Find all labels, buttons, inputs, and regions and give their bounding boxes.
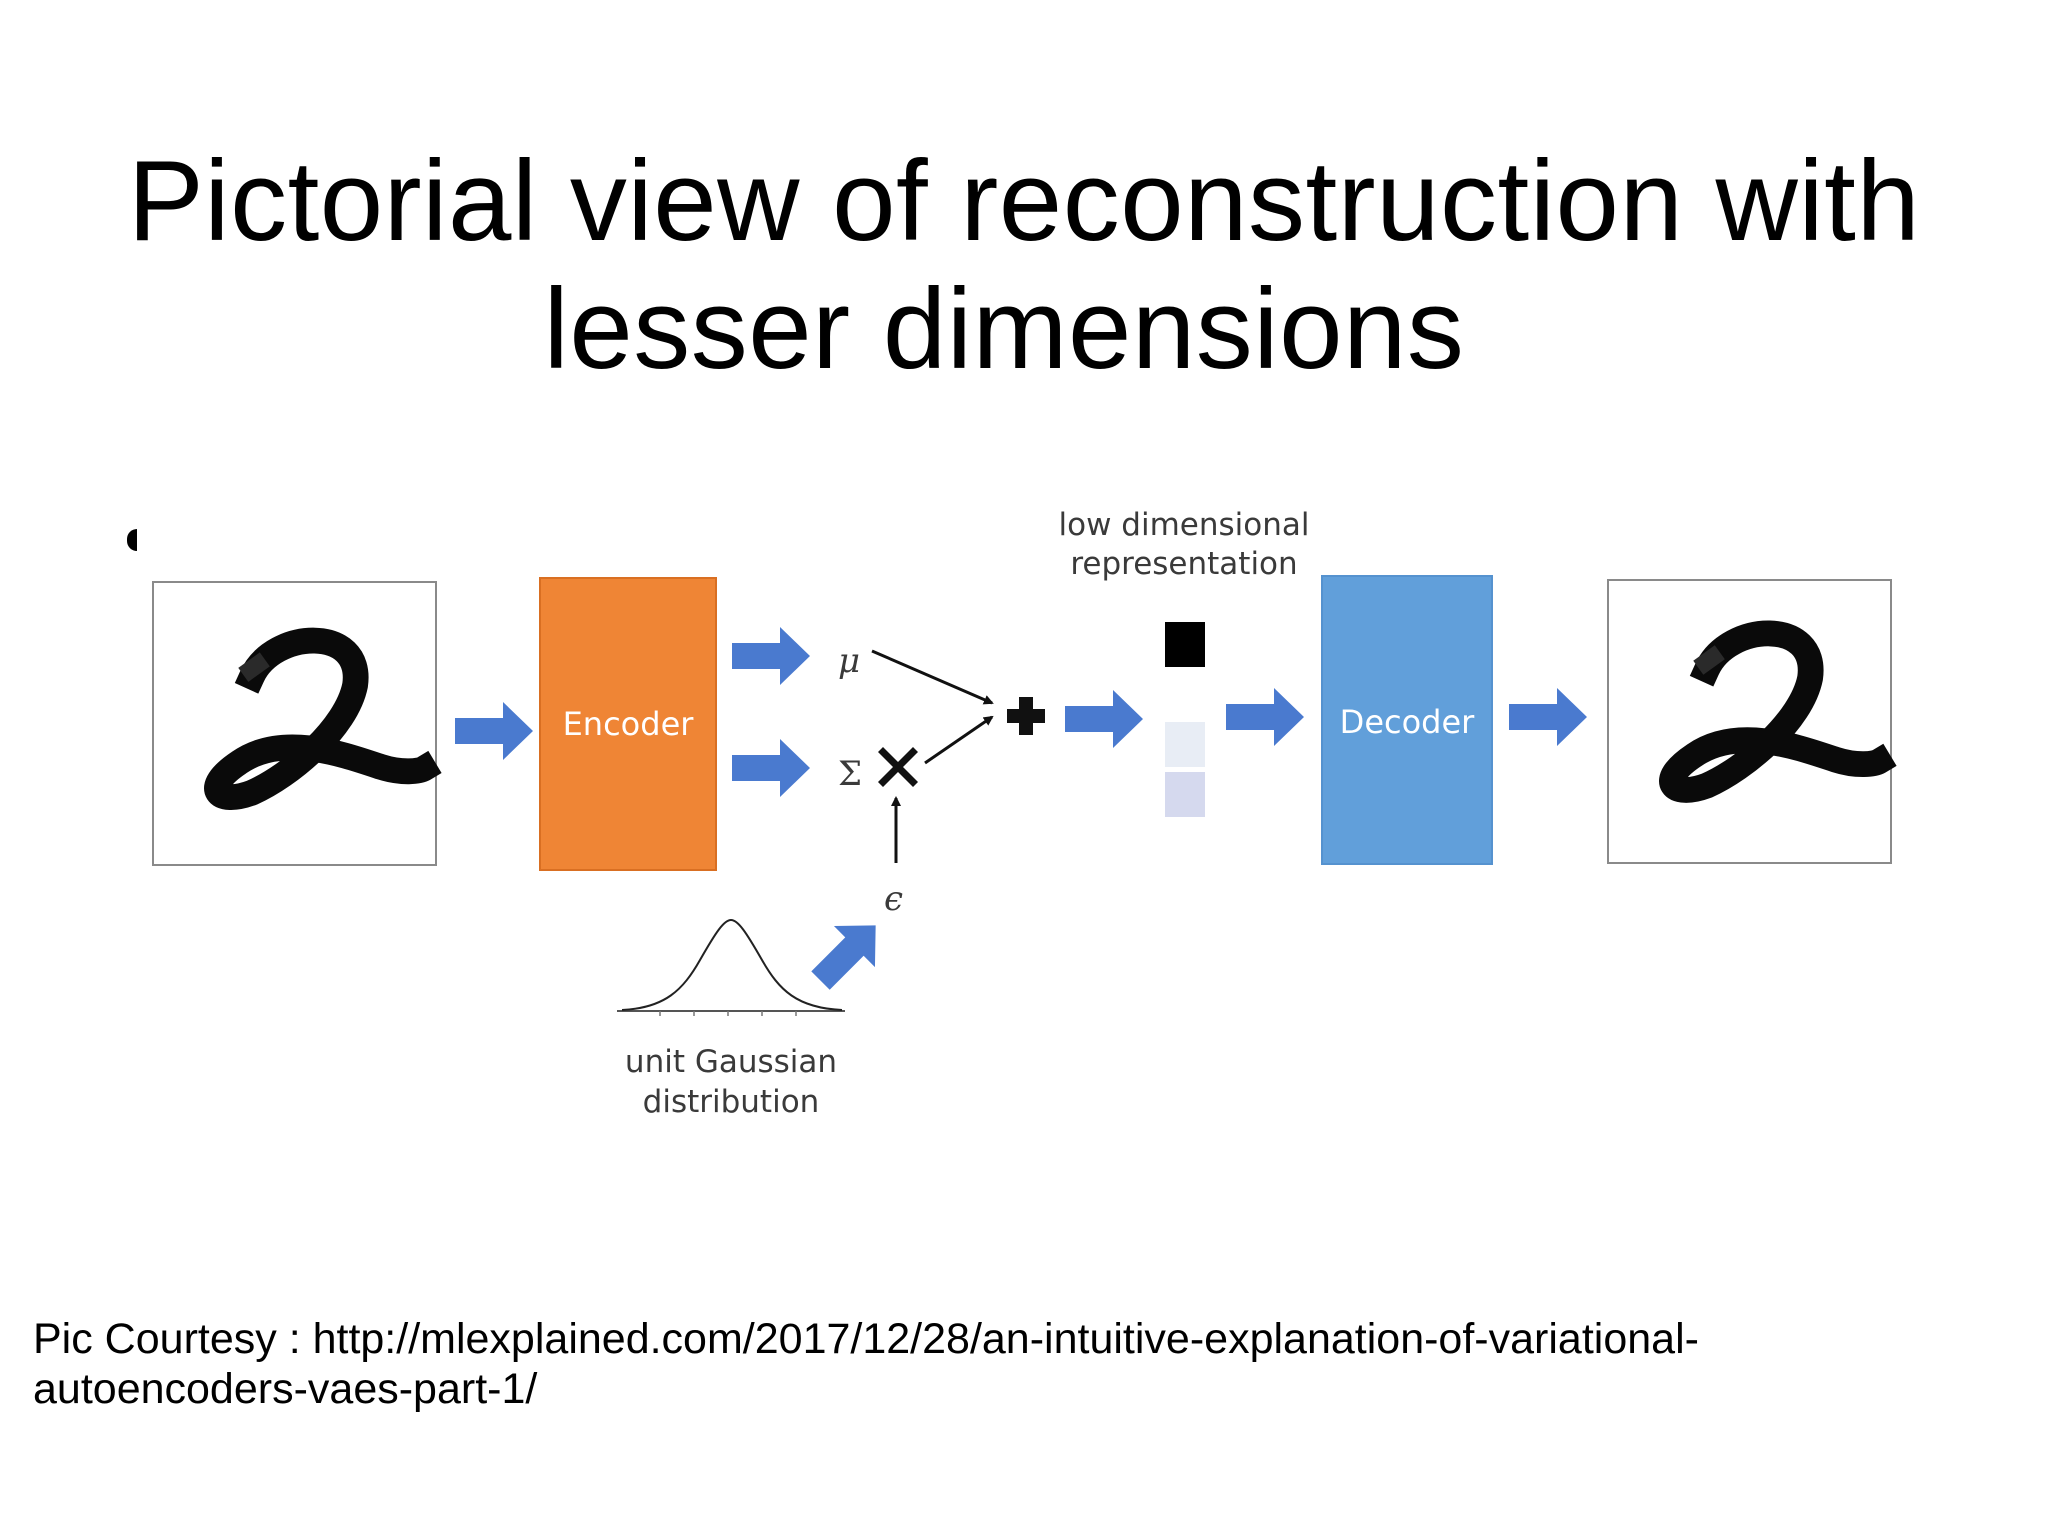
latent-cell-light-2 — [1165, 772, 1205, 817]
low-dim-label-line-2: representation — [1070, 546, 1297, 582]
picture-courtesy: Pic Courtesy : http://mlexplained.com/20… — [33, 1314, 2013, 1414]
arrow-plus-to-latent — [1065, 690, 1143, 748]
epsilon-label: ϵ — [884, 879, 903, 919]
courtesy-line-1: Pic Courtesy : http://mlexplained.com/20… — [33, 1315, 1699, 1363]
arrow-input-to-encoder — [455, 702, 533, 760]
arrow-multiply-to-plus — [924, 715, 994, 765]
gaussian-label-line-2: distribution — [643, 1084, 820, 1120]
low-dimensional-representation: low dimensional representation — [1059, 507, 1310, 817]
low-dim-label-line-1: low dimensional — [1059, 507, 1310, 543]
courtesy-line-2: autoencoders-vaes-part-1/ — [33, 1365, 538, 1413]
encoder-block: Encoder — [539, 577, 717, 871]
gaussian-curve-icon — [621, 918, 843, 1011]
slide-title-line-1: Pictorial view of reconstruction with — [127, 138, 1921, 266]
latent-cell-dark — [1165, 622, 1205, 667]
slide-title: Pictorial view of reconstruction with le… — [0, 138, 2048, 394]
slide-title-line-2: lesser dimensions — [543, 266, 1465, 394]
encoder-label: Encoder — [563, 705, 695, 743]
bullet-marker — [127, 529, 137, 551]
sigma-label: Σ — [838, 754, 862, 794]
multiply-icon — [878, 747, 918, 787]
gaussian-distribution: unit Gaussian distribution — [617, 918, 845, 1120]
output-image — [1607, 579, 1892, 864]
plus-icon — [1007, 697, 1045, 735]
arrow-encoder-to-mu — [732, 627, 810, 685]
gaussian-label-line-1: unit Gaussian — [625, 1044, 837, 1080]
mu-label: μ — [838, 641, 860, 681]
decoder-block: Decoder — [1321, 575, 1493, 865]
arrow-latent-to-decoder — [1226, 688, 1304, 746]
decoder-label: Decoder — [1340, 703, 1476, 741]
arrow-mu-to-plus — [871, 649, 994, 705]
arrow-gaussian-to-epsilon — [800, 904, 897, 1002]
latent-cell-light-1 — [1165, 722, 1205, 767]
input-image — [152, 581, 437, 866]
arrow-decoder-to-output — [1509, 688, 1587, 746]
arrow-encoder-to-sigma — [732, 739, 810, 797]
